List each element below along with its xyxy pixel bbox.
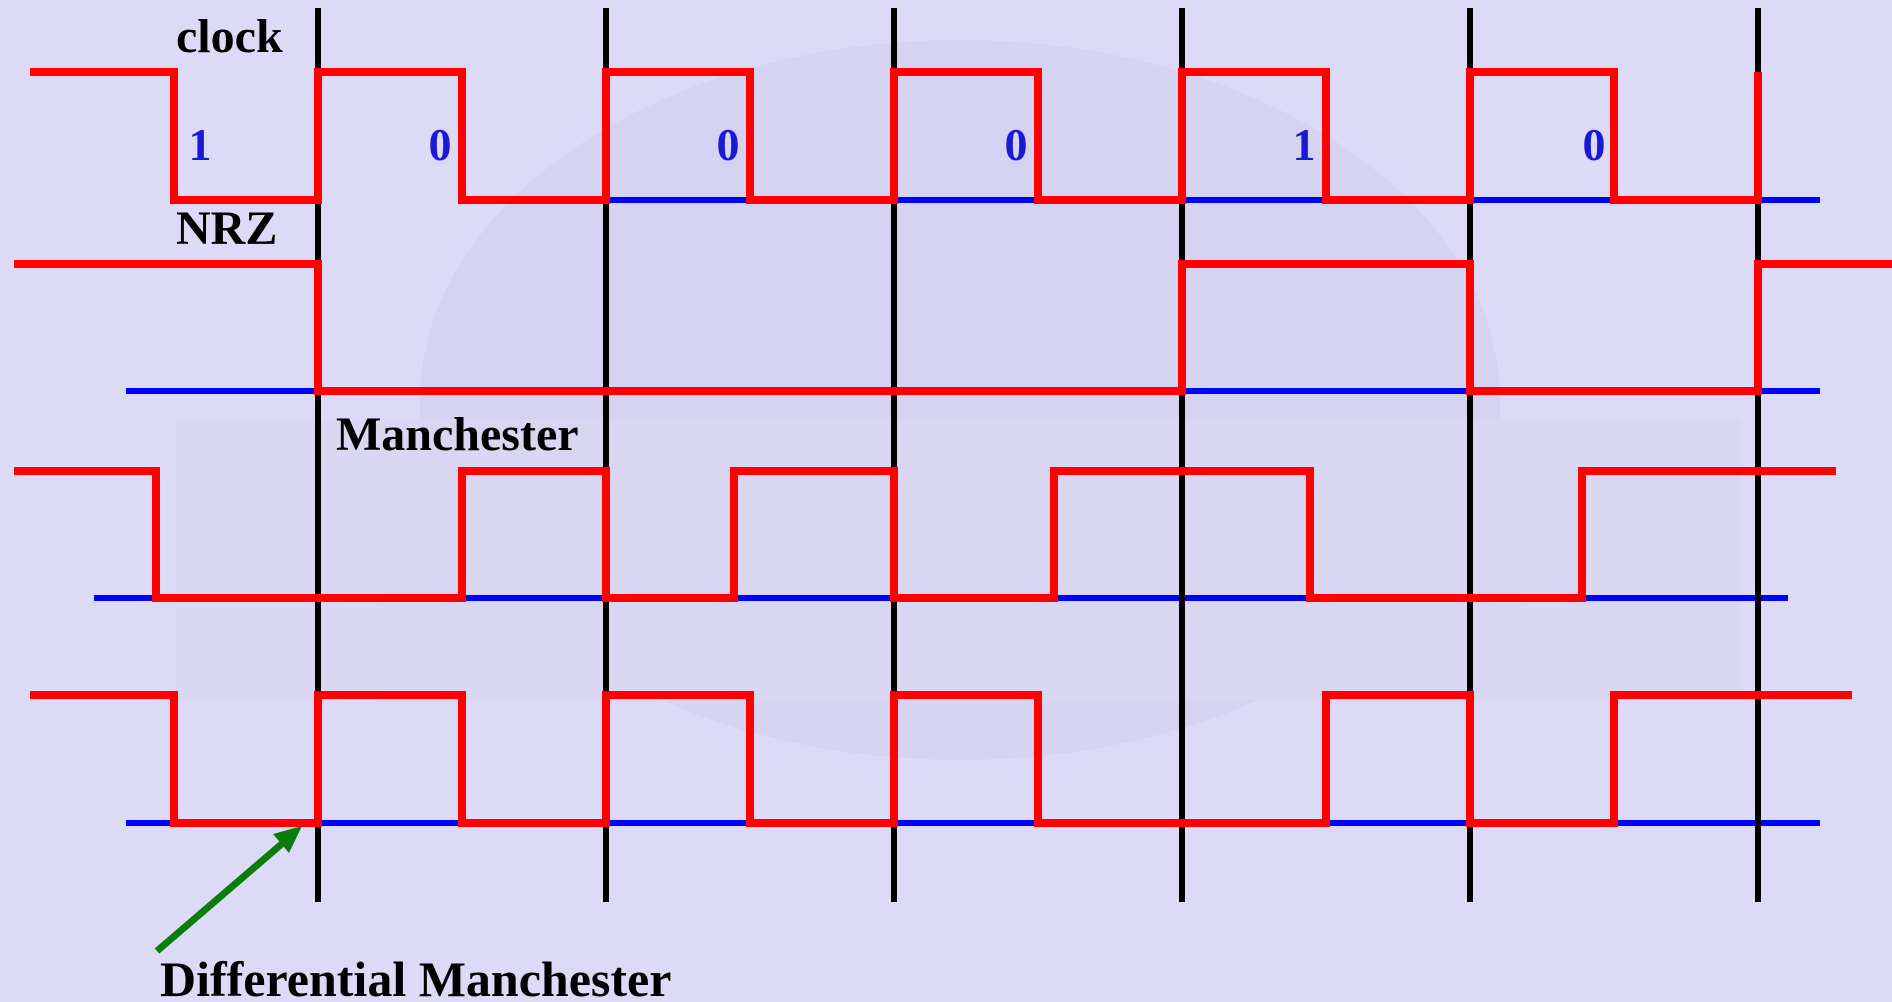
bit-label: 1 <box>189 119 212 170</box>
differential-manchester-label: Differential Manchester <box>160 951 671 1002</box>
background-photo <box>175 40 1740 760</box>
bit-label: 0 <box>1583 119 1606 170</box>
bit-label: 0 <box>717 119 740 170</box>
bit-label: 0 <box>429 119 452 170</box>
clock-waveform <box>30 72 1758 200</box>
manchester-label: Manchester <box>336 408 579 461</box>
nrz-label: NRZ <box>176 202 277 255</box>
bit-label: 0 <box>1005 119 1028 170</box>
arrow-icon <box>157 826 302 951</box>
clock-label: clock <box>176 10 283 63</box>
bit-label: 1 <box>1293 119 1316 170</box>
